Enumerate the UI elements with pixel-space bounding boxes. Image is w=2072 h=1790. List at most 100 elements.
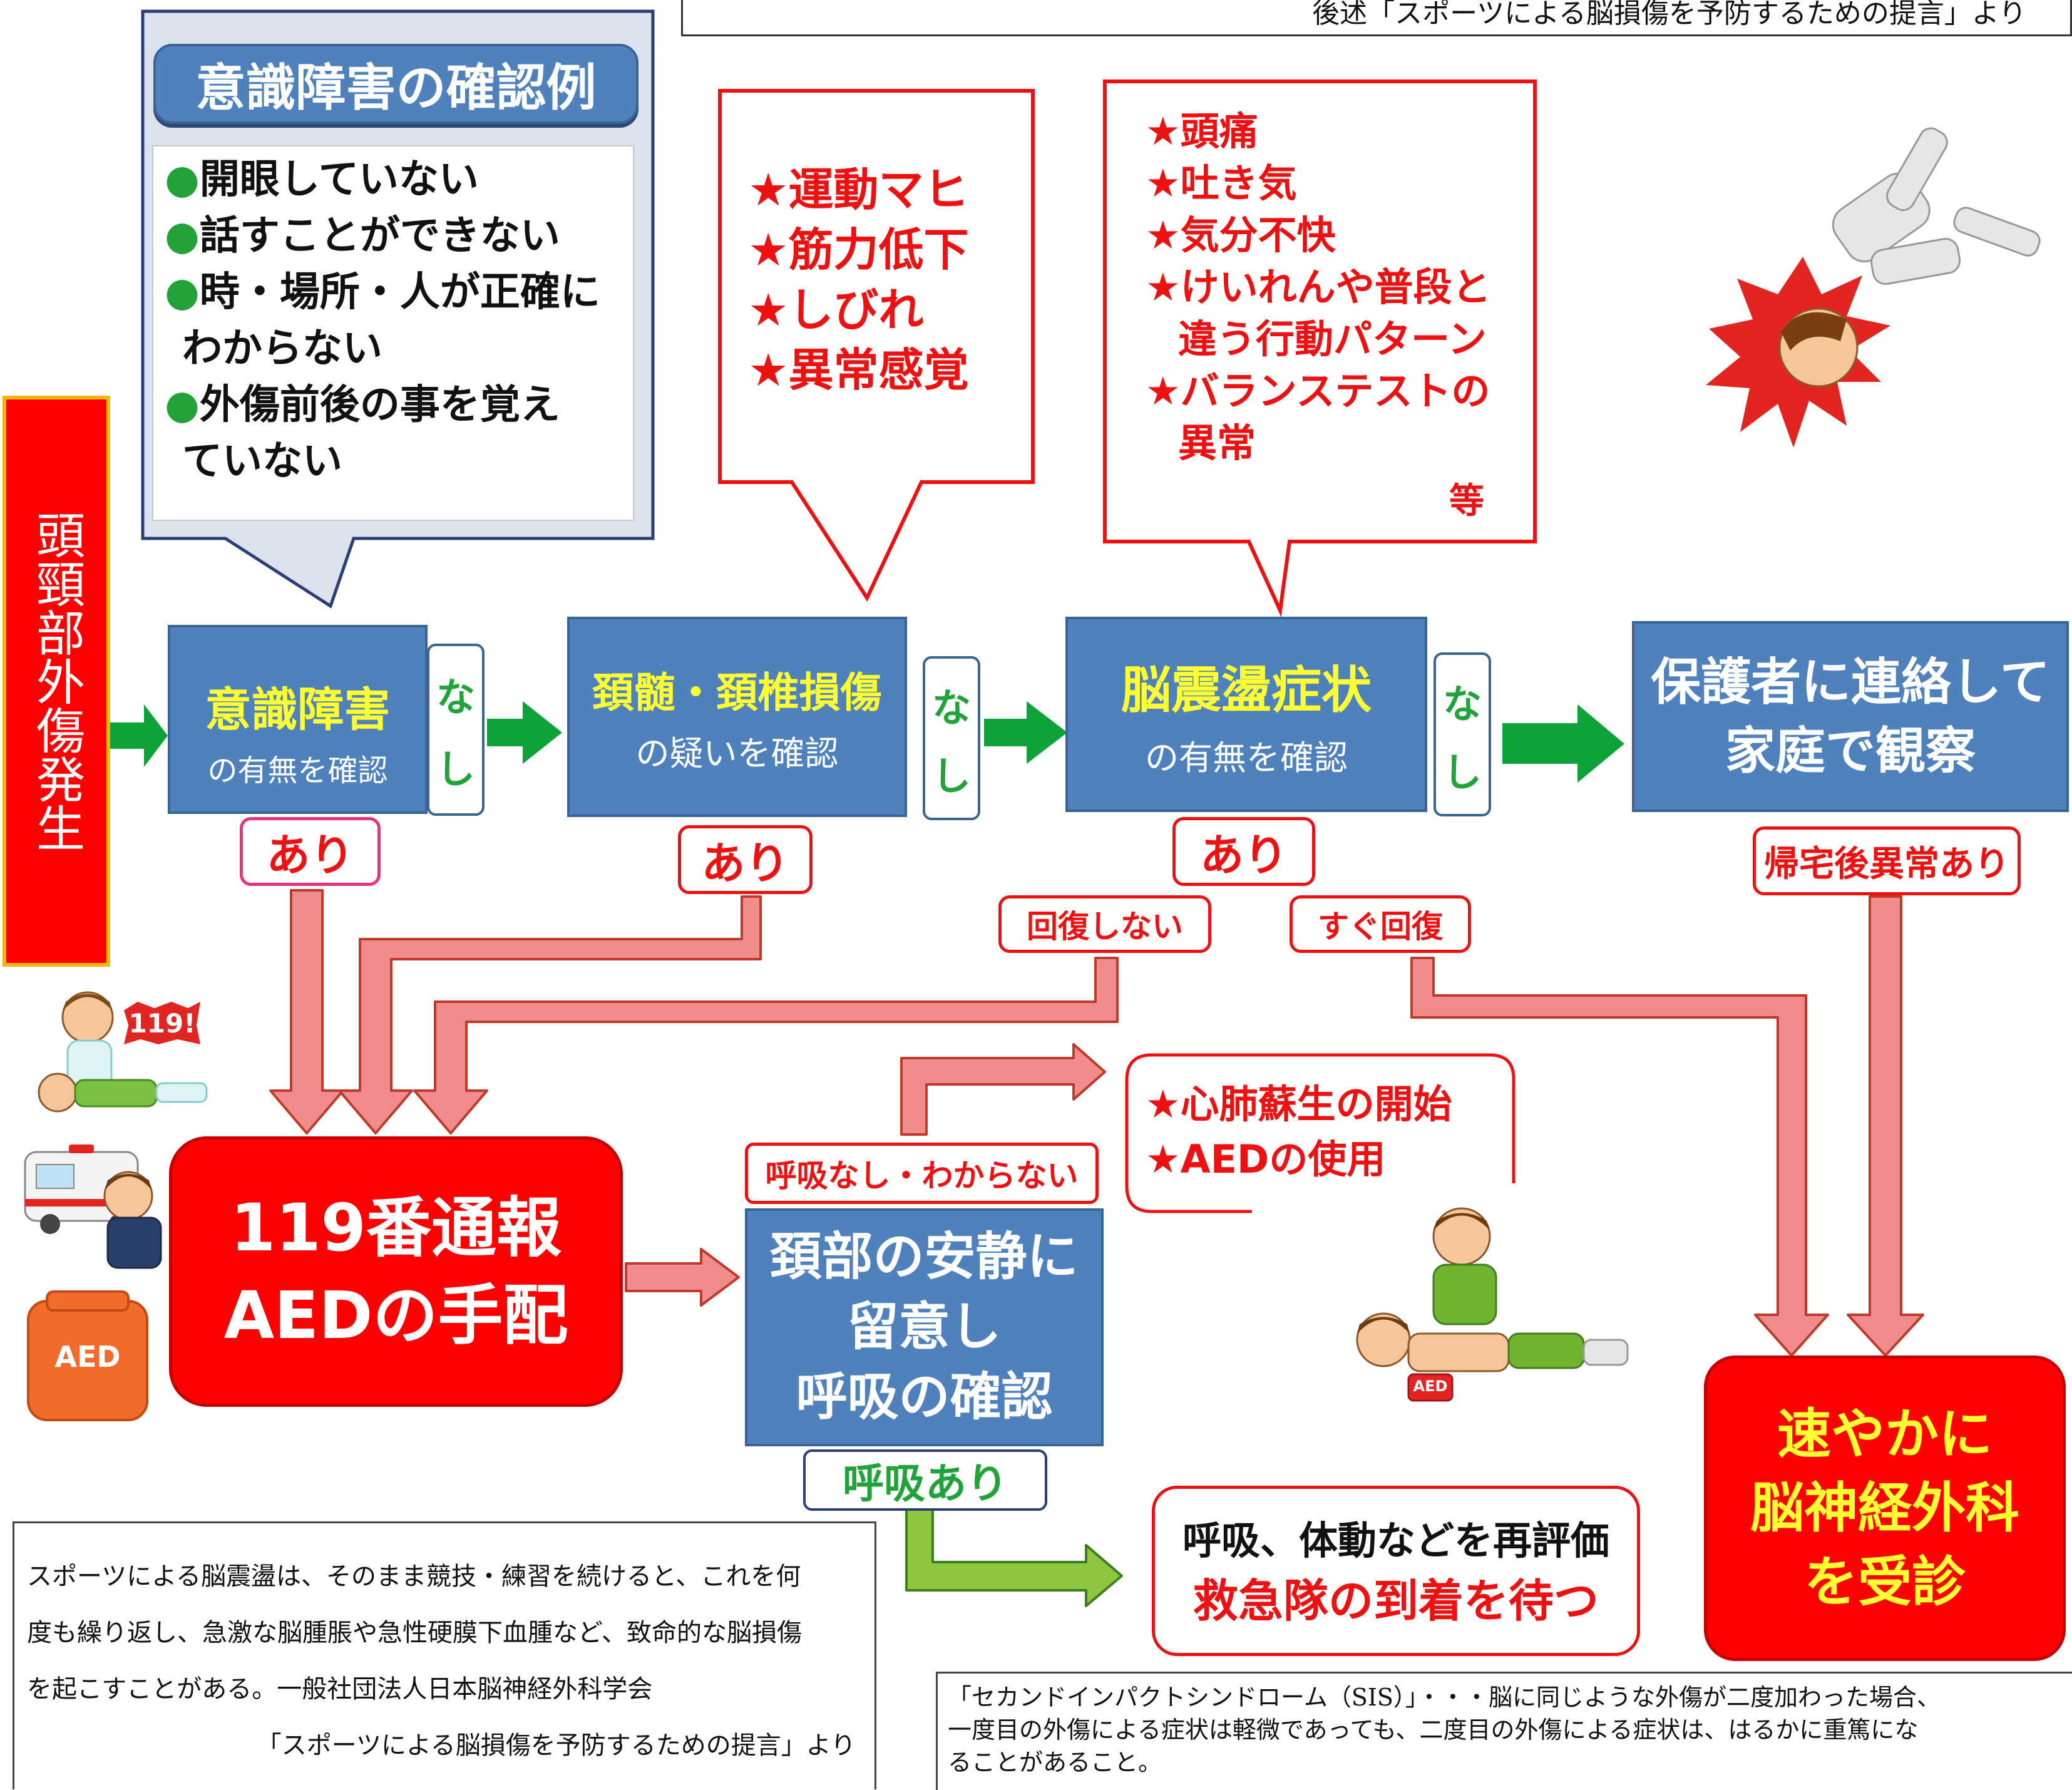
arrow-home-abnormal	[1847, 895, 1924, 1357]
second-impact-note: 「セカンドインパクトシンドローム（SIS）」・・・脳に同じような外傷が二度加わっ…	[936, 1672, 2072, 1790]
cpr-item: ★心肺蘇生の開始	[1146, 1081, 1452, 1127]
arrow-no-breathing	[900, 1043, 1106, 1136]
consciousness-example-item: ●外傷前後の事を覚え	[165, 377, 633, 433]
arrow-ari-2	[338, 895, 762, 1134]
cpr-instructions: ★心肺蘇生の開始 ★AEDの使用	[1146, 1077, 1496, 1187]
consciousness-example-item: ●時・場所・人が正確に	[165, 264, 633, 321]
ari-tag-3: あり	[1172, 817, 1315, 886]
concussion-symptom-item: 異常	[1178, 420, 1256, 466]
arrow-quick-recovery	[1410, 957, 1829, 1357]
consciousness-examples-list: ●開眼していない ●話すことができない ●時・場所・人が正確に わからない ●外…	[152, 145, 634, 521]
no-recovery-tag: 回復しない	[998, 895, 1211, 953]
concussion-symptom-list: ★頭痛 ★吐き気 ★気分不快 ★けいれんや普段と 違う行動パターン ★バランステ…	[1146, 105, 1521, 469]
aed-case-illustration	[27, 1290, 148, 1421]
spinal-symptom-list: ★運動マヒ ★筋力低下 ★しびれ ★異常感覚	[748, 160, 1023, 400]
neuro-line-2: 脳神経外科	[1750, 1477, 2019, 1540]
home-abnormal-tag: 帰宅後異常あり	[1753, 826, 2021, 895]
concussion-warning-note: スポーツによる脳震盪は、そのまま競技・練習を続けると、これを何 度も繰り返し、急…	[13, 1521, 876, 1789]
start-label: 頭頸部外傷発生	[28, 510, 85, 852]
concussion-symptom-etc: 等	[1449, 481, 1484, 522]
nashi-char: し	[436, 746, 475, 793]
caller-illustration	[38, 991, 208, 1113]
reassess-line-2: 救急隊の到着を待つ	[1192, 1575, 1599, 1627]
step-spine-check: 頚髄・頚椎損傷 の疑いを確認	[567, 617, 907, 817]
concussion-symptom-item: ★けいれんや普段と	[1146, 264, 1491, 310]
concussion-symptom-item: 違う行動パターン	[1178, 316, 1487, 362]
ari-tag-2: あり	[678, 825, 813, 894]
step-spine-sub: の疑いを確認	[635, 733, 839, 773]
breathing-yes-arrow	[905, 1501, 1123, 1607]
breathing-line-1: 頚部の安静に	[770, 1227, 1079, 1287]
cpr-item: ★AEDの使用	[1146, 1136, 1386, 1182]
emergency-line-1: 119番通報	[230, 1190, 562, 1266]
nashi-char: な	[1442, 681, 1482, 727]
note-left-line: 度も繰り返し、急激な脳腫脹や急性硬膜下血腫など、致命的な脳損傷	[27, 1618, 802, 1647]
consciousness-example-text: 時・場所・人が正確に	[199, 269, 600, 316]
spinal-symptom-item: ★運動マヒ	[748, 163, 969, 216]
step-spine-title: 頚髄・頚椎損傷	[592, 668, 882, 717]
note-right-line: ることがあること。	[948, 1749, 1162, 1776]
neuro-line-1: 速やかに	[1777, 1403, 1993, 1466]
emergency-line-2: AEDの手配	[223, 1277, 568, 1354]
nashi-char: し	[931, 753, 971, 799]
home-line-1: 保護者に連絡して	[1651, 652, 2050, 711]
start-arrow	[110, 704, 168, 767]
nashi-label-1: な し	[427, 644, 485, 816]
breathing-check-box: 頚部の安静に 留意し 呼吸の確認	[745, 1208, 1104, 1446]
consciousness-examples-title: 意識障害の確認例	[153, 44, 639, 124]
spinal-callout-bubble	[718, 89, 1035, 602]
consciousness-example-item: ●開眼していない	[165, 152, 633, 208]
spinal-symptom-item: ★筋力低下	[748, 224, 969, 276]
green-flow-arrows	[110, 701, 1624, 783]
bullet-dot: ●	[165, 269, 200, 316]
top-source-note-text: 後述「スポーツによる脳損傷を予防するための提言」より	[1312, 0, 2026, 29]
breathing-line-2: 留意し	[847, 1297, 1002, 1357]
bullet-dot: ●	[165, 382, 200, 428]
step-concussion-title: 脳震盪症状	[1121, 661, 1372, 719]
aed-case-label: AED	[54, 1340, 121, 1374]
nashi-label-3: な し	[1433, 652, 1491, 816]
nashi-char: し	[1442, 749, 1482, 795]
concussion-symptom-item: ★バランステストの	[1146, 368, 1490, 414]
consciousness-example-text: 話すことができない	[199, 213, 560, 259]
bullet-dot: ●	[165, 213, 200, 259]
note-left-line: スポーツによる脳震盪は、そのまま競技・練習を続けると、これを何	[27, 1562, 801, 1591]
concussion-symptom-item: ★吐き気	[1146, 160, 1297, 206]
spinal-symptom-item: ★しびれ	[748, 284, 924, 336]
bullet-dot: ●	[165, 157, 200, 203]
consciousness-example-item: ●話すことができない	[165, 208, 633, 264]
top-source-note: 後述「スポーツによる脳損傷を予防するための提言」より	[681, 0, 2072, 36]
step-consciousness-title: 意識障害	[205, 682, 391, 737]
consciousness-example-item: わからない	[182, 326, 382, 372]
step-consciousness-sub: の有無を確認	[207, 753, 388, 788]
consciousness-example-text: 外傷前後の事を覚え	[199, 382, 560, 428]
note-right-line: 「セカンドインパクトシンドローム（SIS）」・・・脳に同じような外傷が二度加わっ…	[948, 1684, 1941, 1711]
nashi-char: な	[436, 674, 475, 720]
quick-recovery-tag: すぐ回復	[1290, 895, 1471, 953]
injured-athlete-illustration	[1706, 127, 2041, 448]
ambulance-illustration	[24, 1144, 162, 1269]
spinal-symptom-item: ★異常感覚	[748, 344, 969, 396]
nashi-char: な	[931, 684, 971, 731]
nashi-label-2: な し	[923, 656, 980, 820]
ari-tag-1: あり	[240, 817, 381, 886]
step-concussion-sub: の有無を確認	[1145, 738, 1348, 778]
cpr-illustration	[1356, 1207, 1629, 1402]
aed-pad-label: AED	[1413, 1377, 1448, 1395]
start-head-neck-injury: 頭頸部外傷発生	[3, 396, 110, 967]
reassess-line-1: 呼吸、体動などを再評価	[1182, 1518, 1609, 1563]
arrow-ari-1	[269, 889, 344, 1134]
step-consciousness-check: 意識障害 の有無を確認	[168, 625, 428, 814]
cpr-callout-bubble	[1125, 1053, 1516, 1213]
arrow-2	[984, 701, 1067, 764]
reassess-box: 呼吸、体動などを再評価 救急隊の到着を待つ	[1152, 1486, 1640, 1656]
arrow-1	[487, 701, 562, 764]
neuro-line-3: を受診	[1804, 1551, 1966, 1613]
consciousness-examples-title-text: 意識障害の確認例	[195, 59, 597, 117]
concussion-symptom-item: ★頭痛	[1146, 108, 1258, 154]
note-left-line: を起こすことがある。一般社団法人日本脳神経外科学会	[27, 1675, 653, 1704]
no-breathing-tag: 呼吸なし・わからない	[745, 1143, 1099, 1204]
consciousness-example-item: ていない	[182, 438, 342, 485]
home-line-2: 家庭で観察	[1725, 721, 1976, 780]
